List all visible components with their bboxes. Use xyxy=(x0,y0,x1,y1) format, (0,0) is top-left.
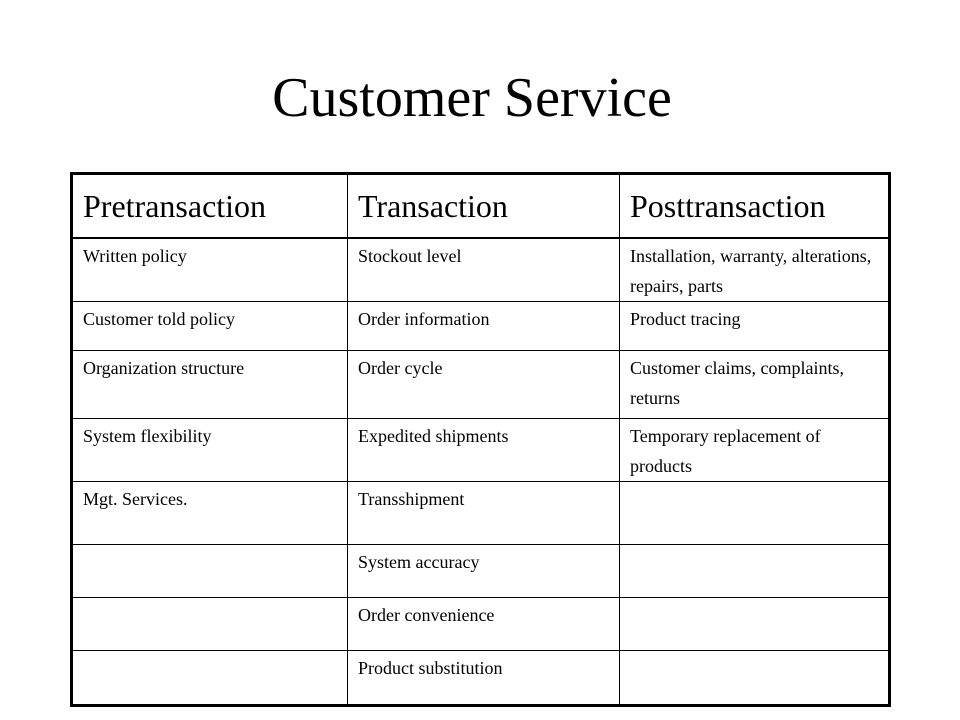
posttransaction-cell xyxy=(619,650,890,706)
header-pretransaction: Pretransaction xyxy=(71,173,348,239)
customer-service-table: Pretransaction Transaction Posttransacti… xyxy=(70,172,891,707)
transaction-cell: Stockout level xyxy=(347,237,620,302)
transaction-cell: Expedited shipments xyxy=(347,418,620,482)
transaction-cell: System accuracy xyxy=(347,544,620,598)
pretransaction-cell: Written policy xyxy=(71,237,348,302)
table-header-row: Pretransaction Transaction Posttransacti… xyxy=(71,173,890,239)
transaction-cell: Transshipment xyxy=(347,481,620,545)
posttransaction-cell xyxy=(619,544,890,598)
transaction-cell: Product substitution xyxy=(347,650,620,706)
pretransaction-cell: System flexibility xyxy=(71,418,348,482)
table-row: Organization structure Order cycle Custo… xyxy=(71,350,890,419)
posttransaction-cell: Installation, warranty, alterations, rep… xyxy=(619,237,890,302)
table-row: Order convenience xyxy=(71,597,890,651)
posttransaction-cell xyxy=(619,597,890,651)
pretransaction-cell xyxy=(71,597,348,651)
posttransaction-cell: Temporary replacement of products xyxy=(619,418,890,482)
posttransaction-cell xyxy=(619,481,890,545)
table-row: Written policy Stockout level Installati… xyxy=(71,237,890,302)
posttransaction-cell: Customer claims, complaints, returns xyxy=(619,350,890,419)
pretransaction-cell: Customer told policy xyxy=(71,301,348,351)
table-row: Product substitution xyxy=(71,650,890,706)
posttransaction-cell: Product tracing xyxy=(619,301,890,351)
table-row: Mgt. Services. Transshipment xyxy=(71,481,890,545)
transaction-cell: Order information xyxy=(347,301,620,351)
header-transaction: Transaction xyxy=(347,173,620,239)
pretransaction-cell xyxy=(71,544,348,598)
table-row: System accuracy xyxy=(71,544,890,598)
pretransaction-cell: Mgt. Services. xyxy=(71,481,348,545)
transaction-cell: Order convenience xyxy=(347,597,620,651)
slide-title: Customer Service xyxy=(272,67,672,129)
pretransaction-cell xyxy=(71,650,348,706)
table-row: System flexibility Expedited shipments T… xyxy=(71,418,890,482)
transaction-cell: Order cycle xyxy=(347,350,620,419)
table-row: Customer told policy Order information P… xyxy=(71,301,890,351)
pretransaction-cell: Organization structure xyxy=(71,350,348,419)
header-posttransaction: Posttransaction xyxy=(619,173,890,239)
